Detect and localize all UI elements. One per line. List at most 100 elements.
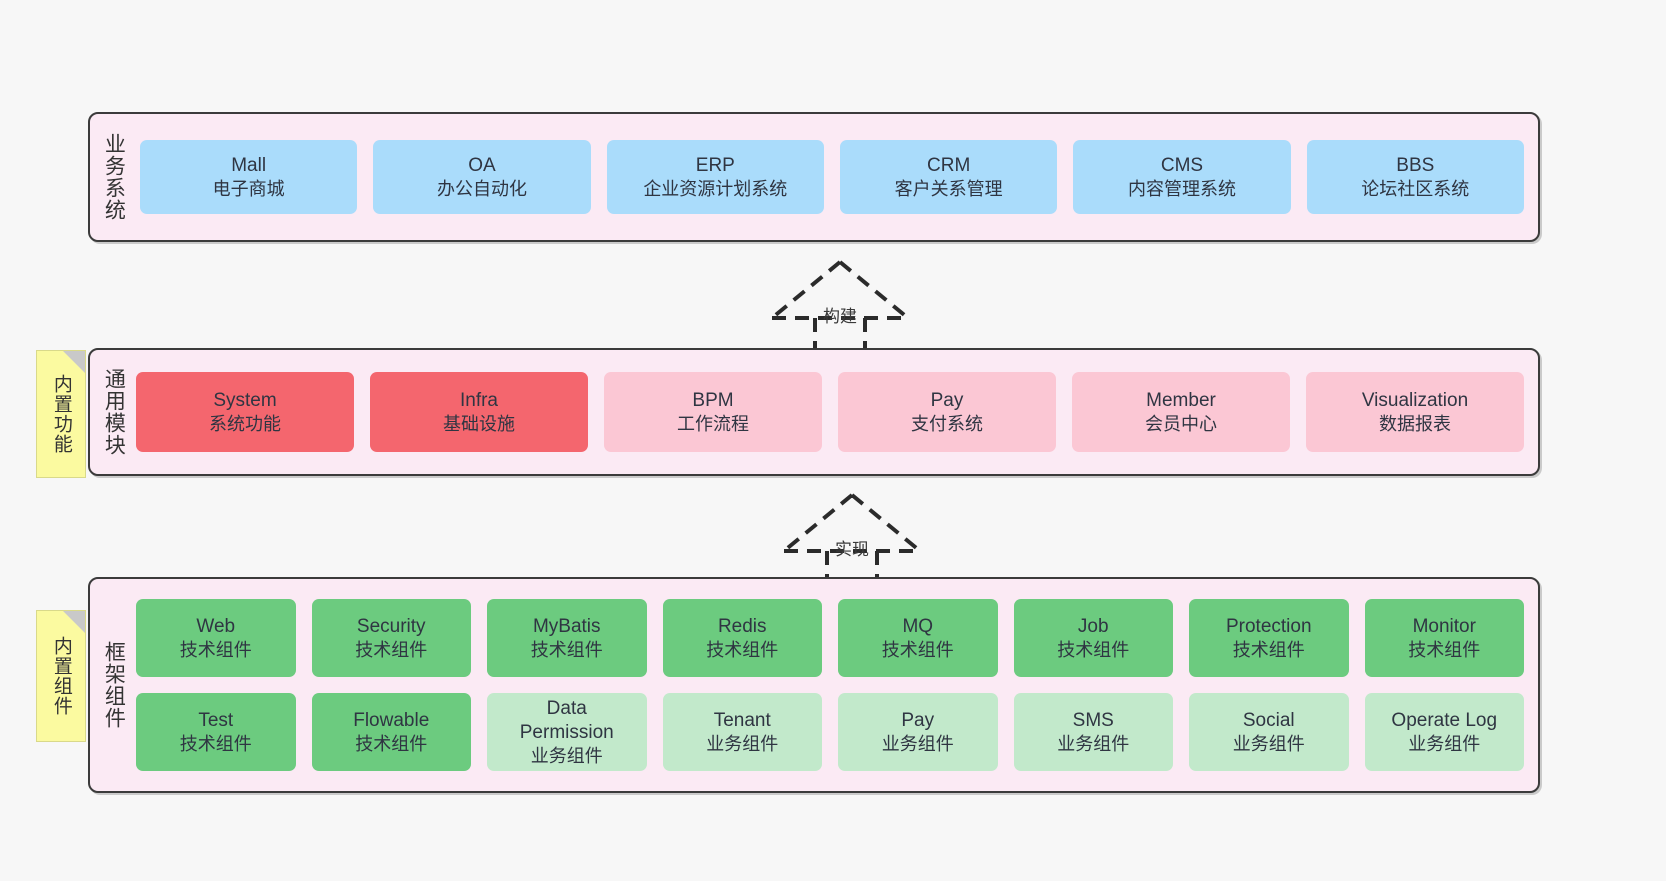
card-mq[interactable]: MQ 技术组件 [838,599,998,677]
card-subtitle: 业务组件 [1232,733,1305,754]
card-job[interactable]: Job 技术组件 [1013,599,1173,677]
card-subtitle: 系统功能 [209,413,281,434]
card-title: Social [1242,709,1295,731]
card-title: Web [196,615,236,637]
card-redis[interactable]: Redis 技术组件 [662,599,822,677]
card-mybatis[interactable]: MyBatis 技术组件 [487,599,647,677]
card-subtitle: 业务组件 [1057,733,1130,754]
connector-realize: 实现 [772,489,932,589]
card-row: Test 技术组件 Flowable 技术组件 Data Permission … [136,693,1524,771]
card-subtitle: 数据报表 [1379,413,1451,434]
card-title: Flowable [353,709,430,731]
card-web[interactable]: Web 技术组件 [136,599,296,677]
card-subtitle: 业务组件 [881,733,954,754]
card-subtitle: 技术组件 [1408,639,1481,660]
card-cms[interactable]: CMS 内容管理系统 [1073,140,1291,214]
card-subtitle: 业务组件 [530,745,603,766]
card-flowable[interactable]: Flowable 技术组件 [311,693,471,771]
connector-label: 实现 [835,540,869,559]
card-row: Web 技术组件 Security 技术组件 MyBatis 技术组件 Redi… [136,599,1524,677]
card-erp[interactable]: ERP 企业资源计划系统 [606,140,824,214]
card-title: ERP [695,154,735,176]
layer-body-framework-component: Web 技术组件 Security 技术组件 MyBatis 技术组件 Redi… [136,579,1538,791]
sticky-note-label: 内置功能 [50,374,72,454]
card-title: CMS [1160,154,1204,176]
card-bpm[interactable]: BPM 工作流程 [604,372,822,452]
card-operate-log[interactable]: Operate Log 业务组件 [1364,693,1524,771]
card-title: Job [1077,615,1109,637]
card-subtitle: 会员中心 [1145,413,1217,434]
layer-title-business-system: 业务系统 [102,133,126,221]
card-subtitle: 企业资源计划系统 [643,178,788,199]
card-title: OA [468,154,496,176]
card-sms[interactable]: SMS 业务组件 [1013,693,1173,771]
card-subtitle: 内容管理系统 [1127,178,1236,199]
card-security[interactable]: Security 技术组件 [311,599,471,677]
card-title: System [213,389,277,411]
sticky-note-builtin-component: 内置组件 [36,610,86,742]
card-title: Redis [717,615,767,637]
card-subtitle: 支付系统 [911,413,983,434]
card-monitor[interactable]: Monitor 技术组件 [1364,599,1524,677]
card-subtitle: 业务组件 [1408,733,1481,754]
card-title: Pay [901,709,935,731]
card-subtitle: 客户关系管理 [894,178,1003,199]
card-subtitle: 技术组件 [179,733,252,754]
card-test[interactable]: Test 技术组件 [136,693,296,771]
layer-framework-component: 框架组件 Web 技术组件 Security 技术组件 MyBatis 技术组件… [88,577,1540,793]
card-title: Infra [459,389,499,411]
card-title: Tenant [713,709,771,731]
card-title: Data Permission [519,697,614,743]
card-subtitle: 技术组件 [355,639,428,660]
card-data-permission[interactable]: Data Permission 业务组件 [487,693,647,771]
card-protection[interactable]: Protection 技术组件 [1189,599,1349,677]
card-title: SMS [1072,709,1114,731]
card-subtitle: 技术组件 [355,733,428,754]
card-title: CRM [927,154,971,176]
layer-title-common-module: 通用模块 [102,368,126,456]
card-mall[interactable]: Mall 电子商城 [140,140,358,214]
card-tenant[interactable]: Tenant 业务组件 [662,693,822,771]
card-subtitle: 技术组件 [530,639,603,660]
card-subtitle: 工作流程 [677,413,749,434]
card-title: Operate Log [1391,709,1498,731]
card-pay[interactable]: Pay 支付系统 [838,372,1056,452]
card-title: MQ [902,615,934,637]
connector-build: 构建 [760,256,920,356]
layer-common-module: 通用模块 System 系统功能 Infra 基础设施 BPM 工作流程 Pay… [88,348,1540,476]
card-subtitle: 技术组件 [706,639,779,660]
card-title: Monitor [1412,615,1476,637]
card-social[interactable]: Social 业务组件 [1189,693,1349,771]
card-oa[interactable]: OA 办公自动化 [373,140,591,214]
card-title: Test [198,709,234,731]
card-subtitle: 技术组件 [179,639,252,660]
card-bbs[interactable]: BBS 论坛社区系统 [1306,140,1524,214]
card-system[interactable]: System 系统功能 [136,372,354,452]
sticky-note-builtin-function: 内置功能 [36,350,86,478]
card-subtitle: 技术组件 [1057,639,1130,660]
card-member[interactable]: Member 会员中心 [1072,372,1290,452]
card-title: Mall [231,154,267,176]
layer-body-common-module: System 系统功能 Infra 基础设施 BPM 工作流程 Pay 支付系统… [136,350,1538,474]
card-visualization[interactable]: Visualization 数据报表 [1306,372,1524,452]
card-crm[interactable]: CRM 客户关系管理 [839,140,1058,214]
card-row: Mall 电子商城 OA 办公自动化 ERP 企业资源计划系统 CRM 客户关系… [140,140,1524,214]
card-infra[interactable]: Infra 基础设施 [370,372,588,452]
card-subtitle: 电子商城 [212,178,285,199]
card-title: Pay [930,389,964,411]
card-pay-business[interactable]: Pay 业务组件 [838,693,998,771]
card-title: Member [1146,389,1216,411]
sticky-note-label: 内置组件 [50,636,72,716]
card-title: Visualization [1361,389,1469,411]
card-subtitle: 技术组件 [881,639,954,660]
card-subtitle: 业务组件 [706,733,779,754]
connector-label: 构建 [823,307,857,326]
card-subtitle: 论坛社区系统 [1361,178,1470,199]
layer-body-business-system: Mall 电子商城 OA 办公自动化 ERP 企业资源计划系统 CRM 客户关系… [136,114,1538,240]
card-title: Security [356,615,426,637]
card-subtitle: 基础设施 [443,413,515,434]
card-title: MyBatis [532,615,601,637]
layer-title-framework-component: 框架组件 [102,641,126,729]
card-title: BPM [692,389,734,411]
